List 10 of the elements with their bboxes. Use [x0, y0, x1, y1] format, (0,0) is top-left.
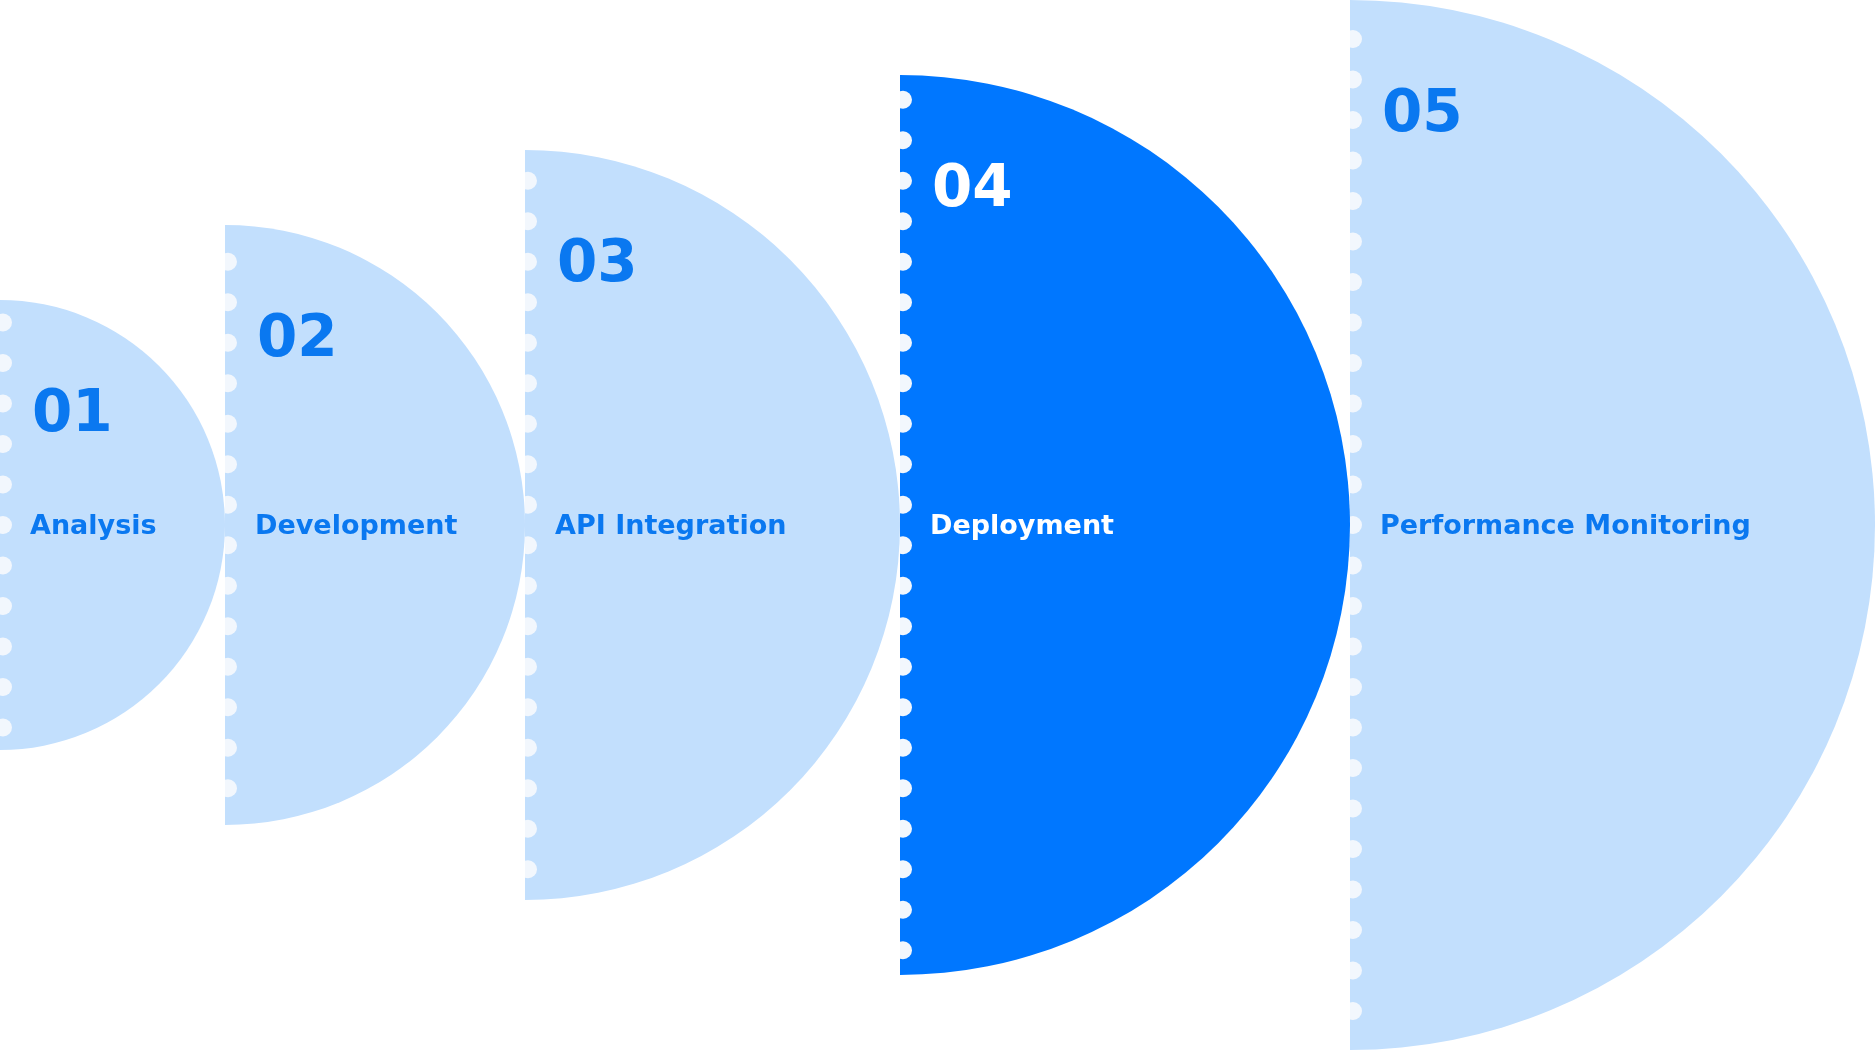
- step-label: Performance Monitoring: [1380, 508, 1751, 542]
- step-number: 04: [932, 157, 1013, 215]
- step-number: 01: [32, 382, 113, 440]
- step-label: Development: [255, 508, 458, 542]
- step-number: 05: [1382, 82, 1463, 140]
- step-label: Deployment: [930, 508, 1115, 542]
- step-number: 03: [557, 232, 638, 290]
- step-label: Analysis: [30, 508, 157, 542]
- step-label: API Integration: [555, 508, 787, 542]
- step-number: 02: [257, 307, 338, 365]
